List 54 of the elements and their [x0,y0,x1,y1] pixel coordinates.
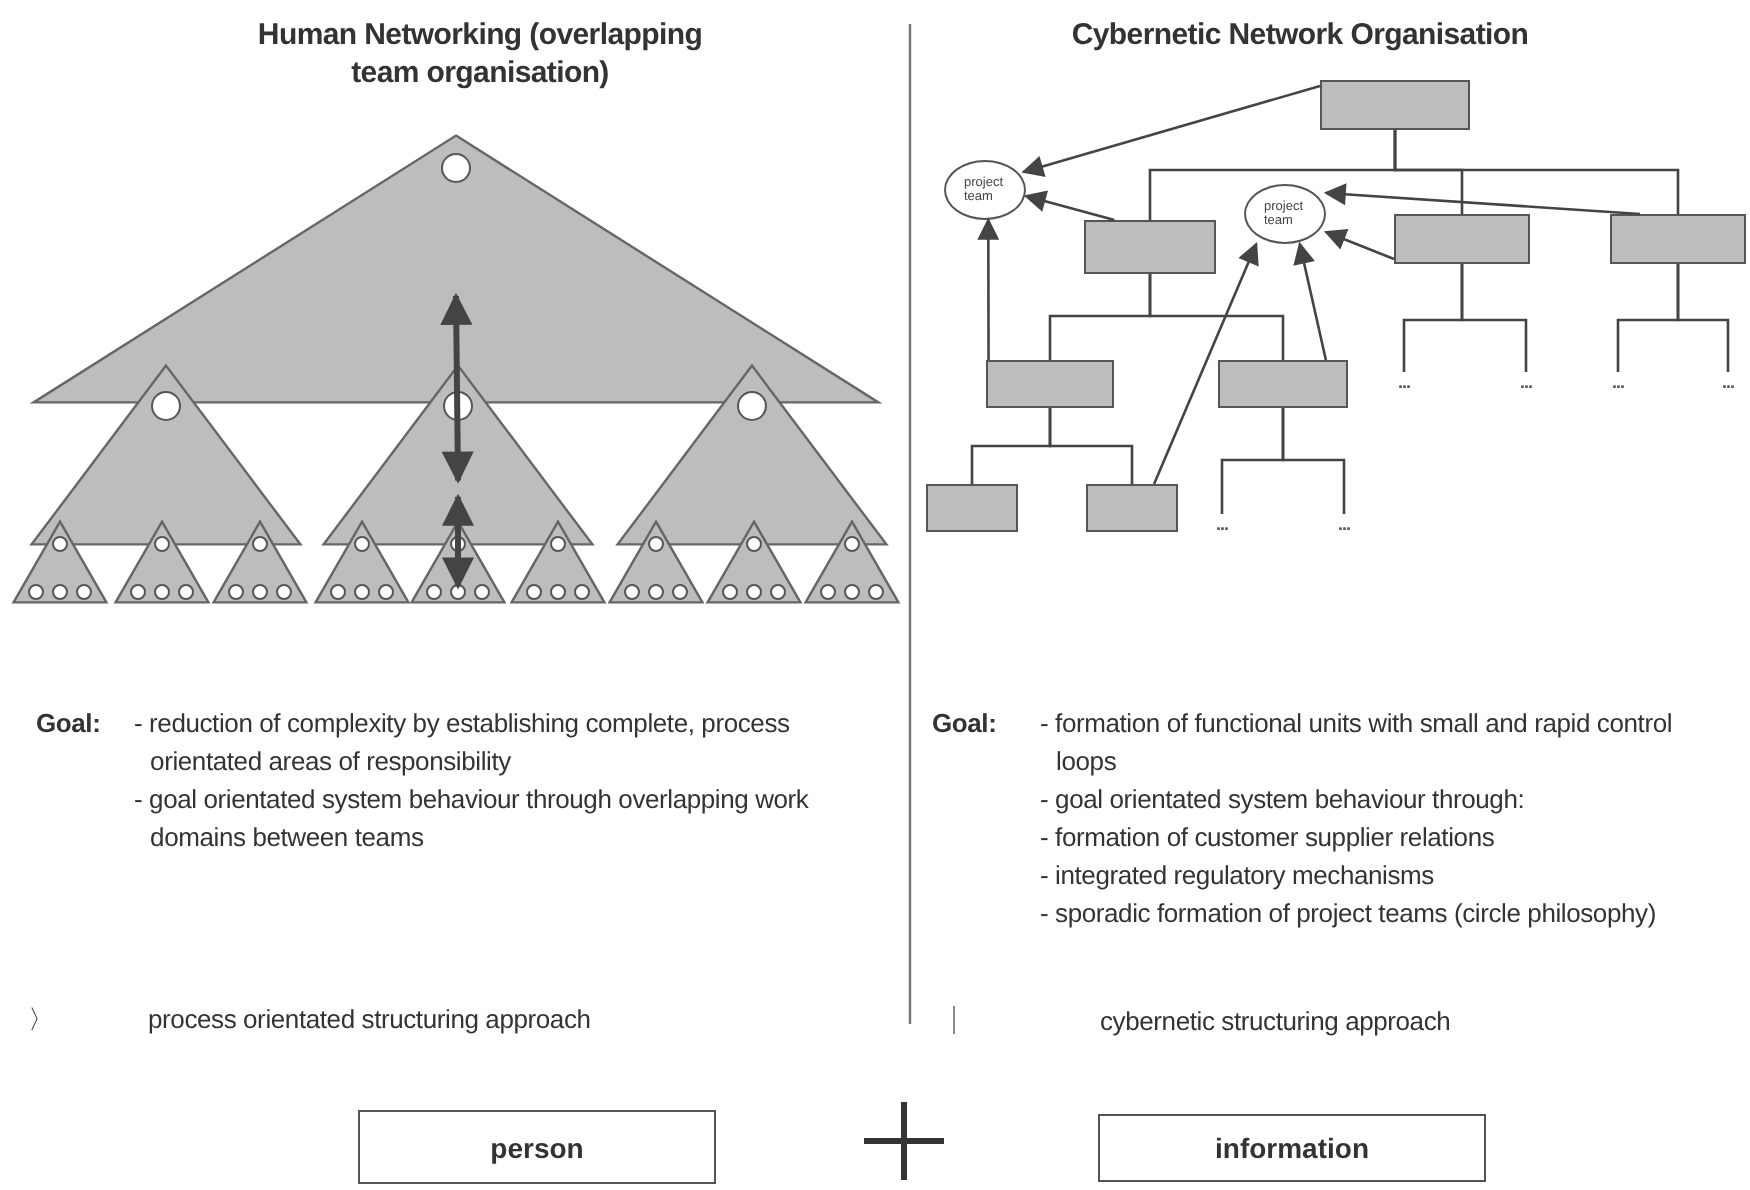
bullet-text: - reduction of complexity by establishing complete, process orientated areas of responsibility [134,706,792,780]
unit-box [1218,360,1348,408]
goal-label: Goal: [36,706,103,742]
connector-line [1460,264,1528,372]
arrow [977,217,1000,360]
bullet-text: - goal orientated system behaviour through: [1040,782,1527,818]
unit-box [1320,80,1470,130]
bullet-text: - formation of customer supplier relations [1040,820,1497,856]
ellipsis-text: ... [1206,514,1238,534]
heading: Cybernetic Network Organisation [1069,16,1531,54]
connector-line [1148,274,1285,360]
unit-box [1610,214,1746,264]
connector-line [1676,264,1730,372]
arrow [1323,183,1640,216]
team-triangle [314,520,410,604]
concept-box: person [358,1110,716,1184]
ellipsis-text: ... [1328,514,1360,534]
ellipsis-text: ... [1388,372,1420,392]
ellipsis-text: ... [1602,372,1634,392]
team-triangle [804,520,900,604]
ellipsis-text: ... [1510,372,1542,392]
heading: Human Networking (overlapping team organisation) [255,16,705,92]
note-text: cybernetic structuring approach [1100,1004,1453,1040]
arrow [440,292,474,484]
arrow [1021,84,1321,178]
unit-box [1084,220,1216,274]
note-text: 〉 [28,1002,56,1038]
connector-line [1393,130,1680,214]
concept-box: information [1098,1114,1486,1182]
team-triangle [212,520,308,604]
bullet-text: - formation of functional units with small and rapid control loops [1040,706,1675,780]
unit-box [1086,484,1178,532]
bullet-text: - goal orientated system behaviour through overlapping work domains between teams [134,782,811,856]
connector-line [1281,408,1346,514]
team-triangle [12,520,108,604]
arrow [1152,242,1259,485]
arrow [1323,229,1395,261]
connector-line [1048,408,1134,484]
ellipsis-text: ... [1712,372,1744,392]
team-triangle [410,520,506,604]
arrow [1023,190,1115,222]
team-triangle [510,520,606,604]
unit-box [986,360,1114,408]
bullet-text: - sporadic formation of project teams (circle philosophy) [1040,896,1658,932]
arrow [442,493,474,590]
arrow [1293,241,1328,361]
unit-box [926,484,1018,532]
bullet-text: - integrated regulatory mechanisms [1040,858,1436,894]
team-triangle [706,520,802,604]
goal-label: Goal: [932,706,999,742]
team-triangle [114,520,210,604]
note-text: process orientated structuring approach [148,1002,593,1038]
unit-box [1394,214,1530,264]
team-triangle [608,520,704,604]
